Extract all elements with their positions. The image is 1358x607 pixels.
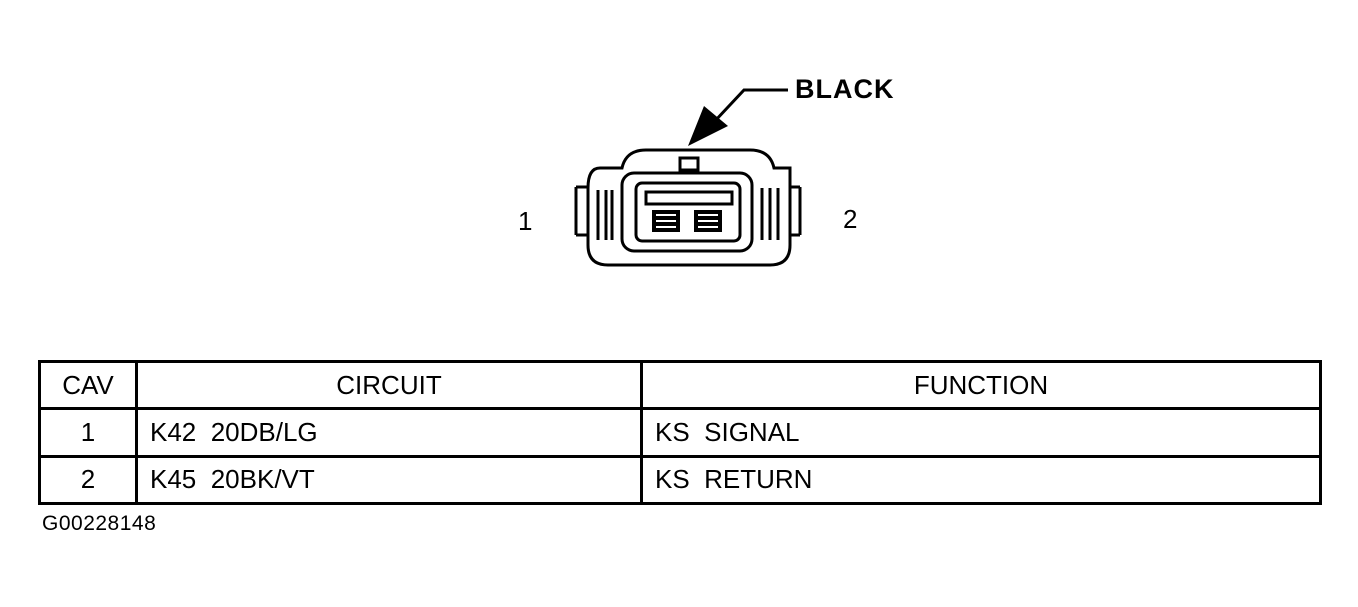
figure-id: G00228148 [42, 512, 157, 535]
color-leader [688, 88, 788, 146]
header-function: FUNCTION [640, 360, 1322, 410]
cell-function: KS SIGNAL [640, 407, 1322, 458]
pin-1-label: 1 [518, 206, 532, 236]
cell-circuit: K45 20BK/VT [135, 454, 643, 505]
header-circuit: CIRCUIT [135, 360, 643, 410]
cell-cav: 2 [38, 454, 138, 505]
connector-diagram: BLACK 1 [518, 74, 895, 267]
table-header-row: CAV CIRCUIT FUNCTION [38, 360, 1322, 410]
terminal-cavity-2 [694, 210, 722, 232]
table-row: 2 K45 20BK/VT KS RETURN [38, 454, 1322, 505]
connector-color-label: BLACK [795, 74, 895, 104]
pinout-table: CAV CIRCUIT FUNCTION 1 K42 20DB/LG KS SI… [38, 360, 1322, 505]
cell-cav: 1 [38, 407, 138, 458]
pin-2-label: 2 [843, 204, 857, 234]
cell-function: KS RETURN [640, 454, 1322, 505]
header-cav: CAV [38, 360, 138, 410]
cell-circuit: K42 20DB/LG [135, 407, 643, 458]
table-row: 1 K42 20DB/LG KS SIGNAL [38, 407, 1322, 458]
connector-body [574, 148, 802, 267]
terminal-cavity-1 [652, 210, 680, 232]
